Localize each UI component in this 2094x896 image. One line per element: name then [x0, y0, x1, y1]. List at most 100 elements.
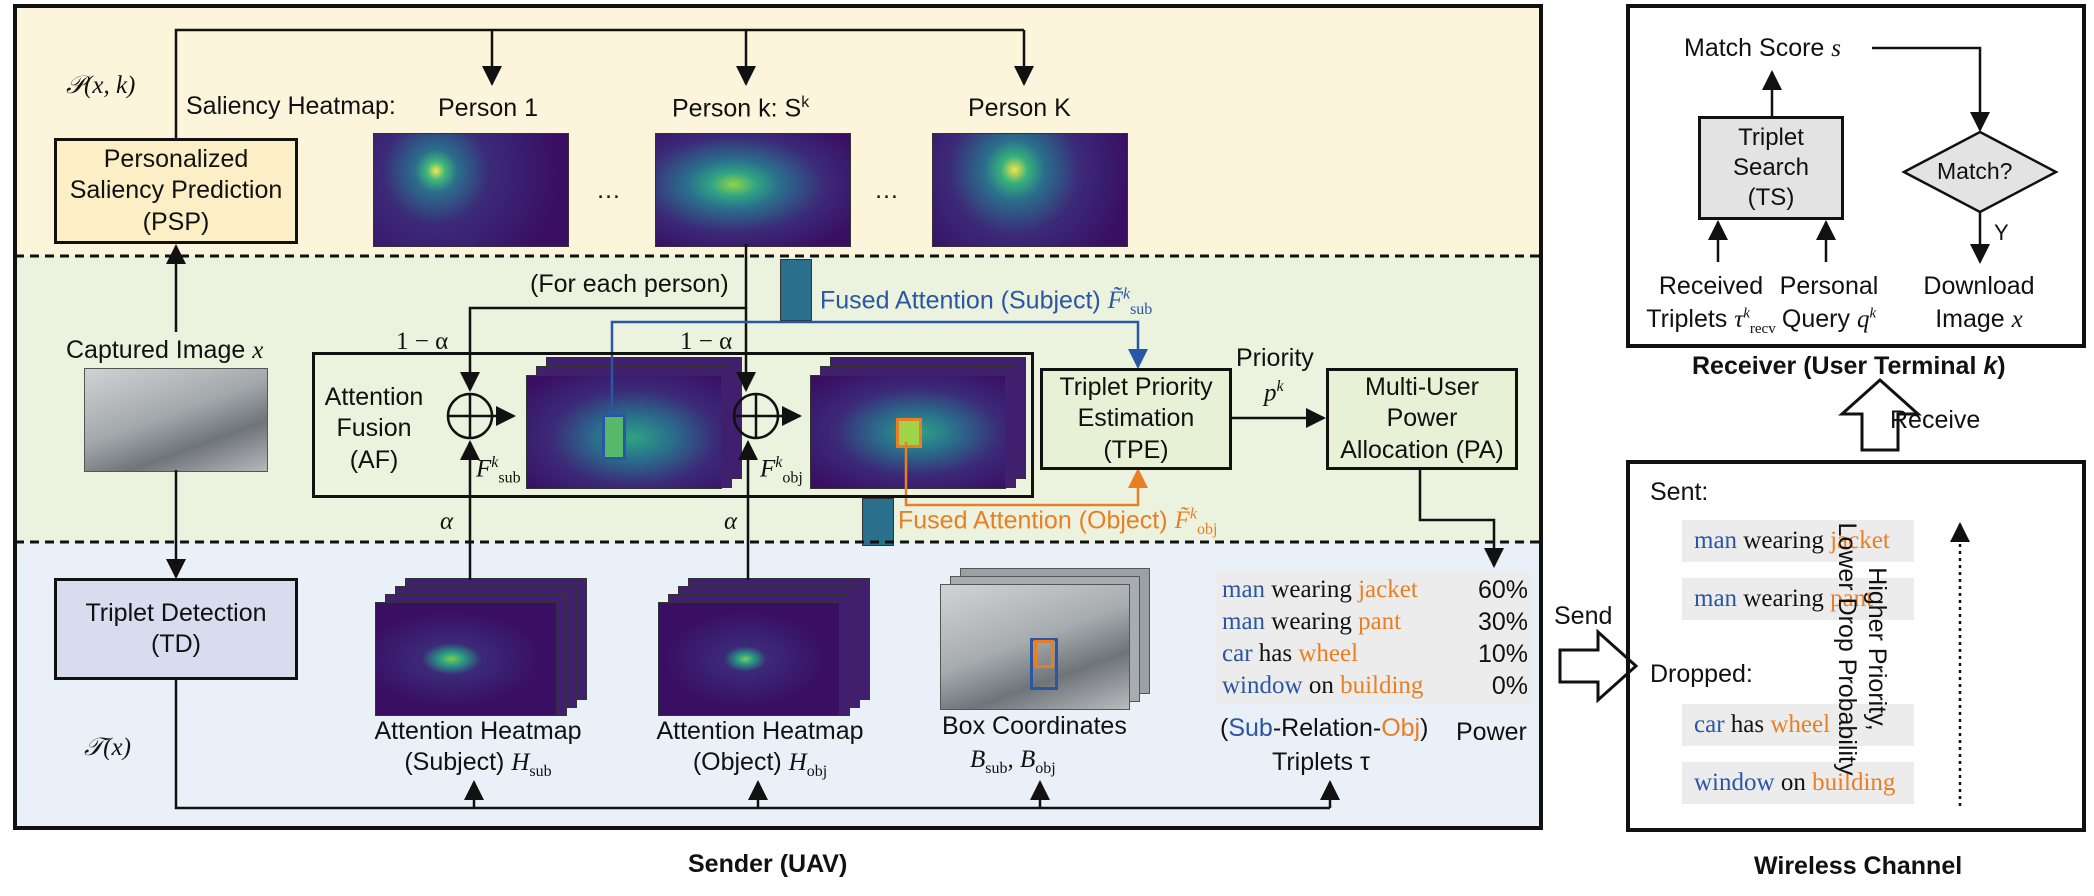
ellipsis-1: …	[596, 176, 621, 204]
captured-image	[84, 368, 268, 472]
received-sym-char: τ	[1734, 305, 1744, 333]
triplet-relation: has	[1252, 640, 1299, 667]
triplet-text: man wearing pant	[1222, 606, 1401, 638]
triplet-object: wheel	[1770, 711, 1831, 738]
fused-obj-sub: obj	[1196, 521, 1218, 539]
sent-label: Sent:	[1650, 478, 1709, 506]
table-row: window on building 0%	[1222, 670, 1528, 702]
triplet-subject: man	[1222, 576, 1266, 603]
t-of-x-label: 𝒯(x)	[84, 734, 131, 761]
triplet-object: pant	[1358, 608, 1402, 635]
psp-box[interactable]: Personalized Saliency Prediction (PSP)	[54, 138, 298, 244]
f-obj-sub: obj	[782, 469, 803, 487]
fused-sub-sym-char: F̃	[1107, 287, 1123, 315]
triplets-paren-b: )	[1420, 714, 1429, 742]
personk-text: Person k: S	[672, 94, 802, 123]
heat-sub-caption: Attention Heatmap (Subject) Hsub	[358, 716, 598, 782]
download-sym: x	[2011, 305, 2023, 333]
triplets-sub: Sub	[1228, 714, 1273, 742]
triplet-power: 60%	[1477, 576, 1528, 604]
pa-box[interactable]: Multi-User Power Allocation (PA)	[1326, 368, 1518, 470]
one-minus-alpha-1: 1 − α	[396, 328, 449, 355]
td-box[interactable]: Triplet Detection (TD)	[54, 578, 298, 680]
heat-sub-caption-text: Attention Heatmap (Subject)	[374, 717, 582, 777]
heat-obj-caption-text: Attention Heatmap (Object)	[656, 717, 864, 777]
psp-input-label: 𝒫(x, k)	[66, 72, 136, 99]
match-question: Match?	[1937, 158, 2013, 184]
list-item: man wearing jacket	[1682, 520, 1914, 562]
match-score-sym: s	[1831, 35, 1842, 62]
received-text: Received Triplets	[1646, 272, 1764, 333]
for-each-person-label: (For each person)	[530, 270, 729, 298]
triplets-obj: Obj	[1381, 714, 1421, 742]
fused-sub-icon	[780, 259, 812, 321]
triplet-subject: man	[1694, 585, 1738, 612]
captured-image-label: Captured Image x	[66, 336, 263, 365]
match-yes: Y	[1994, 220, 2009, 245]
heat-obj-sym-sub: obj	[806, 763, 828, 781]
fused-sub-sym: F̃ksub	[1107, 286, 1153, 318]
pill-triplet: man wearing jacket	[1694, 527, 1890, 555]
triplet-object: wheel	[1298, 640, 1359, 667]
triplets-rel: -Relation-	[1272, 714, 1382, 742]
download-text: Download Image	[1923, 272, 2035, 333]
received-sub: recv	[1749, 320, 1776, 337]
f-sub-sub: sub	[498, 469, 521, 487]
fused-sub-text: Fused Attention (Subject)	[820, 286, 1101, 315]
heat-sub-sym-sub: sub	[529, 763, 552, 781]
heat-obj-sym: Hobj	[788, 749, 828, 780]
fused-sub-label: Fused Attention (Subject) F̃ksub	[820, 286, 1152, 319]
fused-obj-sym: F̃kobj	[1175, 506, 1218, 538]
ts-box[interactable]: Triplet Search (TS)	[1698, 116, 1844, 220]
received-sym: τkrecv	[1734, 305, 1775, 336]
fused-obj-sup: k	[1189, 506, 1197, 523]
triplet-object: pant	[1830, 585, 1874, 612]
box-coord-sym: Bsub, Bobj	[970, 746, 1056, 777]
triplet-subject: car	[1694, 711, 1725, 738]
personk-sup: k	[801, 94, 810, 111]
heat-sub-sym: Hsub	[511, 749, 551, 780]
sender-caption: Sender (UAV)	[688, 850, 848, 878]
one-minus-alpha-2: 1 − α	[680, 328, 733, 355]
personal-query-label: Personal Query qk	[1774, 270, 1884, 336]
box-coord-caption: Box Coordinates	[942, 712, 1127, 740]
af-box-label[interactable]: Attention Fusion (AF)	[324, 383, 424, 474]
triplet-object: jacket	[1830, 527, 1890, 554]
list-item: car has wheel	[1682, 704, 1914, 746]
triplet-subject: window	[1222, 672, 1303, 699]
alpha-2: α	[724, 508, 738, 535]
saliency-heatmap-personK	[932, 133, 1128, 247]
personk-label: Person k: Sk	[672, 94, 809, 123]
triplet-power: 0%	[1491, 672, 1528, 700]
triplet-relation: wearing	[1265, 576, 1359, 603]
f-sub-label: Fksub	[476, 454, 521, 487]
triplets-caption: (Sub-Relation-Obj)	[1220, 714, 1428, 743]
alpha-1: α	[440, 508, 454, 535]
personal-sym: qk	[1857, 305, 1876, 332]
triplet-subject: car	[1222, 640, 1253, 667]
tpe-box[interactable]: Triplet Priority Estimation (TPE)	[1040, 368, 1232, 470]
pill-triplet: car has wheel	[1694, 711, 1830, 739]
f-obj-char: F	[760, 455, 776, 483]
triplet-text: window on building	[1222, 670, 1423, 702]
match-score-label: Match Score s	[1684, 34, 1841, 63]
saliency-heatmap-personk	[655, 133, 851, 247]
triplet-power: 10%	[1477, 640, 1528, 668]
priority-sym-char: p	[1264, 379, 1277, 407]
pill-triplet: man wearing pant	[1694, 585, 1873, 613]
triplet-subject: window	[1694, 769, 1775, 796]
triplet-object: building	[1340, 672, 1424, 699]
person1-label: Person 1	[438, 94, 539, 122]
triplet-relation: wearing	[1737, 585, 1831, 612]
triplet-text: car has wheel	[1222, 638, 1358, 670]
triplet-relation: wearing	[1265, 608, 1359, 635]
saliency-heatmap-label: Saliency Heatmap:	[186, 92, 396, 120]
f-obj-sup: k	[775, 454, 783, 471]
fused-sub-sup: k	[1122, 286, 1131, 303]
heat-obj-sym-char: H	[788, 749, 807, 777]
list-item: window on building	[1682, 762, 1914, 804]
table-row: car has wheel 10%	[1222, 638, 1528, 670]
box-image-obj-box	[1034, 640, 1054, 668]
list-item: man wearing pant	[1682, 578, 1914, 620]
triplet-subject: man	[1694, 527, 1738, 554]
